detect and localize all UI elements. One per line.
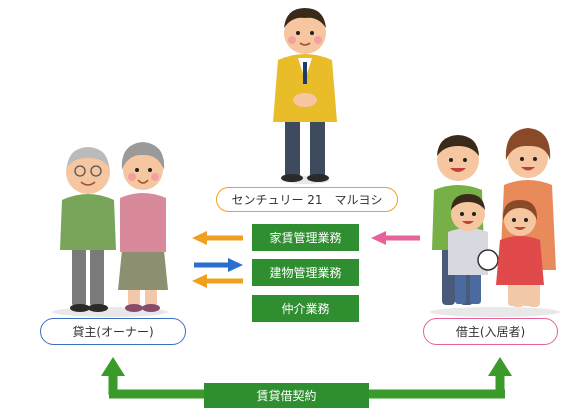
lease-contract-box: 賃貸借契約 bbox=[204, 383, 369, 408]
tenant-label: 借主(入居者) bbox=[423, 318, 558, 345]
agent-illustration bbox=[273, 8, 337, 184]
owner-illustration bbox=[52, 142, 168, 317]
brokerage-box: 仲介業務 bbox=[252, 295, 359, 322]
owner-label: 貸主(オーナー) bbox=[40, 318, 186, 345]
building-management-box: 建物管理業務 bbox=[252, 259, 359, 286]
management-arrow-to-owner bbox=[192, 274, 243, 288]
center-agent-label: センチュリー 21 マルヨシ bbox=[216, 187, 398, 212]
rent-management-box: 家賃管理業務 bbox=[252, 224, 359, 251]
fee-arrow-to-owner bbox=[192, 231, 243, 245]
tenant-illustration bbox=[430, 128, 560, 317]
fee-arrow-from-tenant bbox=[371, 231, 420, 245]
management-arrow-to-center bbox=[194, 258, 243, 272]
